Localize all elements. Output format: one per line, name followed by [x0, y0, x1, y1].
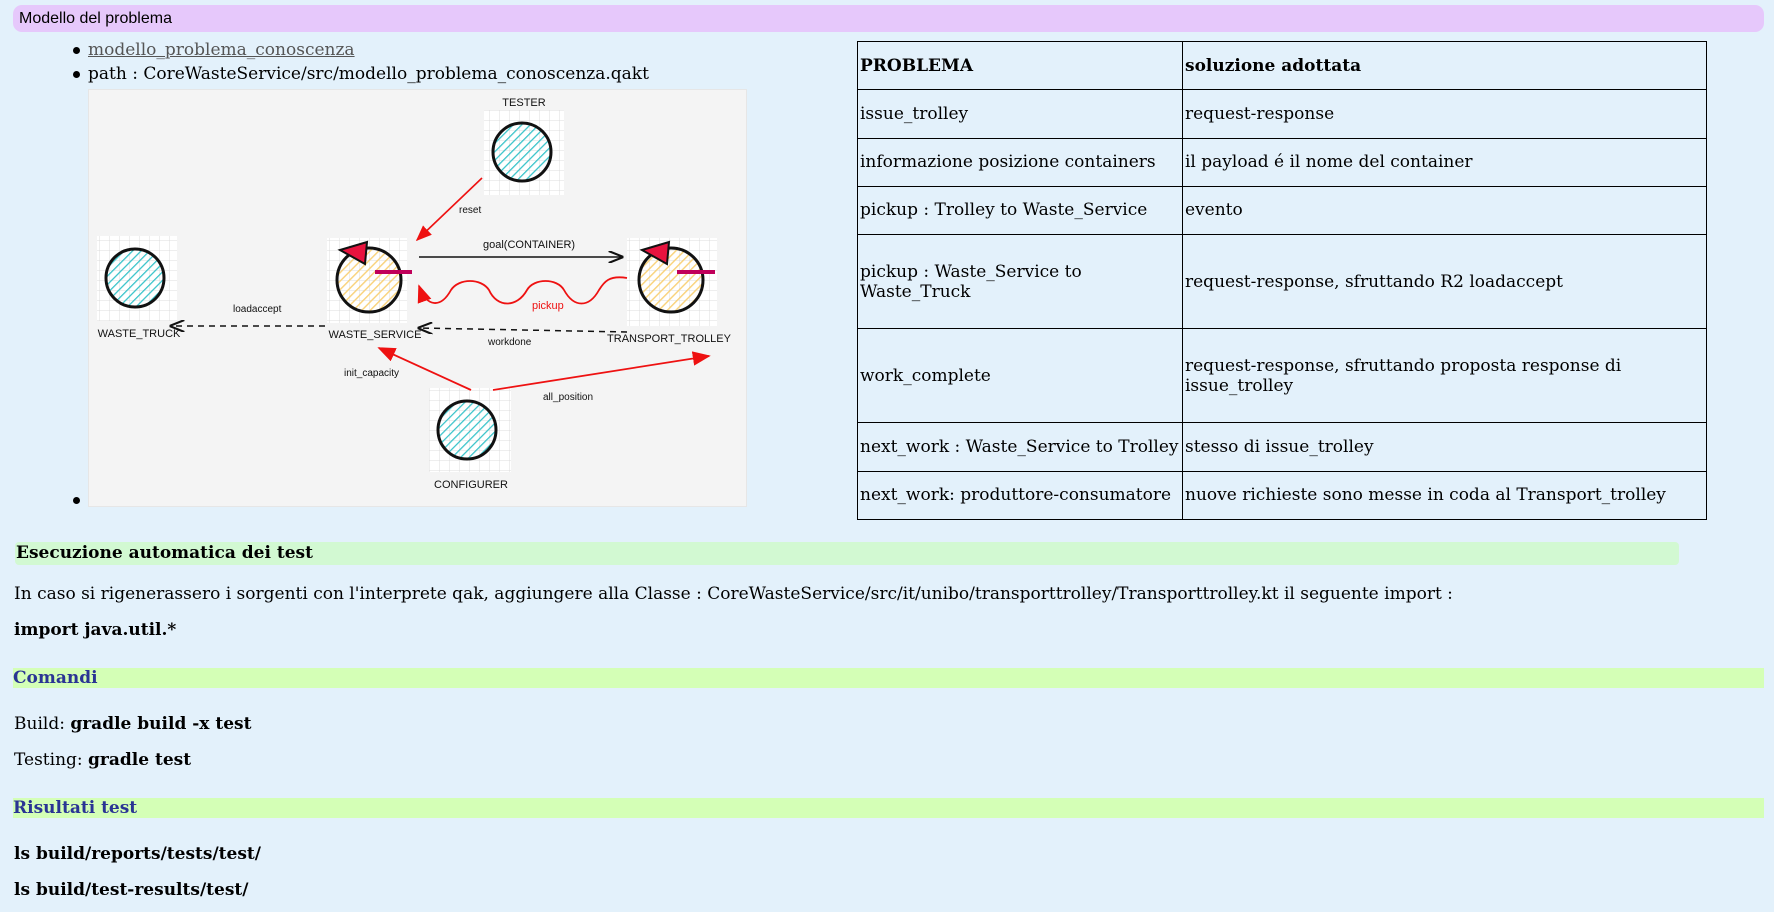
header-problema: PROBLEMA [857, 40, 1183, 91]
configurer-label: CONFIGURER [434, 479, 508, 491]
problem-cell: next_work: produttore-consumatore [857, 470, 1183, 521]
table-row: work_complete request-response, sfruttan… [857, 328, 1707, 424]
list-item: path : CoreWasteService/src/modello_prob… [70, 62, 649, 86]
goal-label: goal(CONTAINER) [483, 239, 575, 251]
pickup-arrow [417, 276, 628, 305]
testing-command: gradle test [88, 750, 192, 770]
table-row: next_work : Waste_Service to Trolley ste… [857, 422, 1707, 472]
tester-label: TESTER [502, 97, 545, 109]
results-cmd-2: ls build/test-results/test/ [14, 880, 248, 900]
problem-cell: work_complete [857, 328, 1183, 424]
problem-solution-table: PROBLEMA soluzione adottata issue_trolle… [857, 40, 1707, 521]
list-bullet [73, 497, 80, 504]
solution-cell: stesso di issue_trolley [1182, 422, 1707, 472]
solution-cell: il payload é il nome del container [1182, 137, 1707, 187]
model-link[interactable]: modello_problema_conoscenza [88, 40, 355, 60]
table-row: informazione posizione containers il pay… [857, 137, 1707, 187]
header-soluzione: soluzione adottata [1182, 40, 1707, 91]
table-row: pickup : Trolley to Waste_Service evento [857, 185, 1707, 236]
loadaccept-label: loadaccept [233, 304, 282, 315]
waste-service-label: WASTE_SERVICE [329, 329, 422, 341]
solution-cell: evento [1182, 185, 1707, 236]
section-title-comandi: Comandi [13, 668, 1764, 688]
path-text: path : CoreWasteService/src/modello_prob… [88, 64, 649, 84]
waste-truck-actor: WASTE_TRUCK [97, 236, 181, 340]
all-position-label: all_position [543, 392, 593, 403]
testing-label: Testing: [14, 750, 89, 770]
configurer-actor: CONFIGURER [429, 388, 511, 491]
list-item: modello_problema_conoscenza [70, 38, 649, 62]
section-title-risultati: Risultati test [13, 798, 1764, 818]
build-line: Build: gradle build -x test [14, 714, 251, 734]
transport-trolley-actor: TRANSPORT_TROLLEY [607, 238, 732, 345]
testing-line: Testing: gradle test [14, 750, 191, 770]
waste-truck-label: WASTE_TRUCK [98, 328, 181, 340]
reset-arrow [415, 177, 483, 242]
regen-note: In caso si rigenerassero i sorgenti con … [14, 584, 1453, 604]
solution-cell: request-response, sfruttando proposta re… [1182, 328, 1707, 424]
waste-service-actor: WASTE_SERVICE [327, 238, 421, 341]
section-header-modello: Modello del problema [13, 5, 1764, 32]
build-command: gradle build -x test [70, 714, 252, 734]
table-row: issue_trolley request-response [857, 89, 1707, 139]
import-code: import java.util.* [14, 620, 177, 640]
workdone-arrow [419, 328, 628, 332]
transport-trolley-label: TRANSPORT_TROLLEY [607, 333, 732, 345]
problem-model-diagram: TESTER WASTE_TRUCK WASTE_SERVICE TRANSPO… [88, 89, 747, 507]
solution-cell: request-response [1182, 89, 1707, 139]
pickup-label: pickup [532, 300, 564, 312]
build-label: Build: [14, 714, 71, 734]
tester-actor: TESTER [484, 97, 564, 195]
solution-cell: nuove richieste sono messe in coda al Tr… [1182, 470, 1707, 521]
problem-cell: issue_trolley [857, 89, 1183, 139]
solution-cell: request-response, sfruttando R2 loadacce… [1182, 233, 1707, 330]
results-cmd-1: ls build/reports/tests/test/ [14, 844, 261, 864]
init-capacity-arrow [377, 347, 472, 391]
table-row: next_work: produttore-consumatore nuove … [857, 470, 1707, 521]
reset-label: reset [459, 205, 481, 216]
table-row: pickup : Waste_Service to Waste_Truck re… [857, 233, 1707, 330]
results-cmd-2-code: ls build/test-results/test/ [14, 880, 249, 900]
section-title-esecuzione: Esecuzione automatica dei test [15, 542, 1679, 565]
init-capacity-label: init_capacity [344, 368, 399, 379]
all-position-arrow [492, 351, 711, 391]
problem-cell: informazione posizione containers [857, 137, 1183, 187]
import-statement: import java.util.* [14, 620, 176, 640]
problem-cell: pickup : Trolley to Waste_Service [857, 185, 1183, 236]
problem-cell: next_work : Waste_Service to Trolley [857, 422, 1183, 472]
problem-cell: pickup : Waste_Service to Waste_Truck [857, 233, 1183, 330]
workdone-label: workdone [487, 337, 532, 348]
model-bullet-list: modello_problema_conoscenza path : CoreW… [70, 38, 649, 86]
results-cmd-1-code: ls build/reports/tests/test/ [14, 844, 261, 864]
table-header-row: PROBLEMA soluzione adottata [857, 40, 1707, 91]
